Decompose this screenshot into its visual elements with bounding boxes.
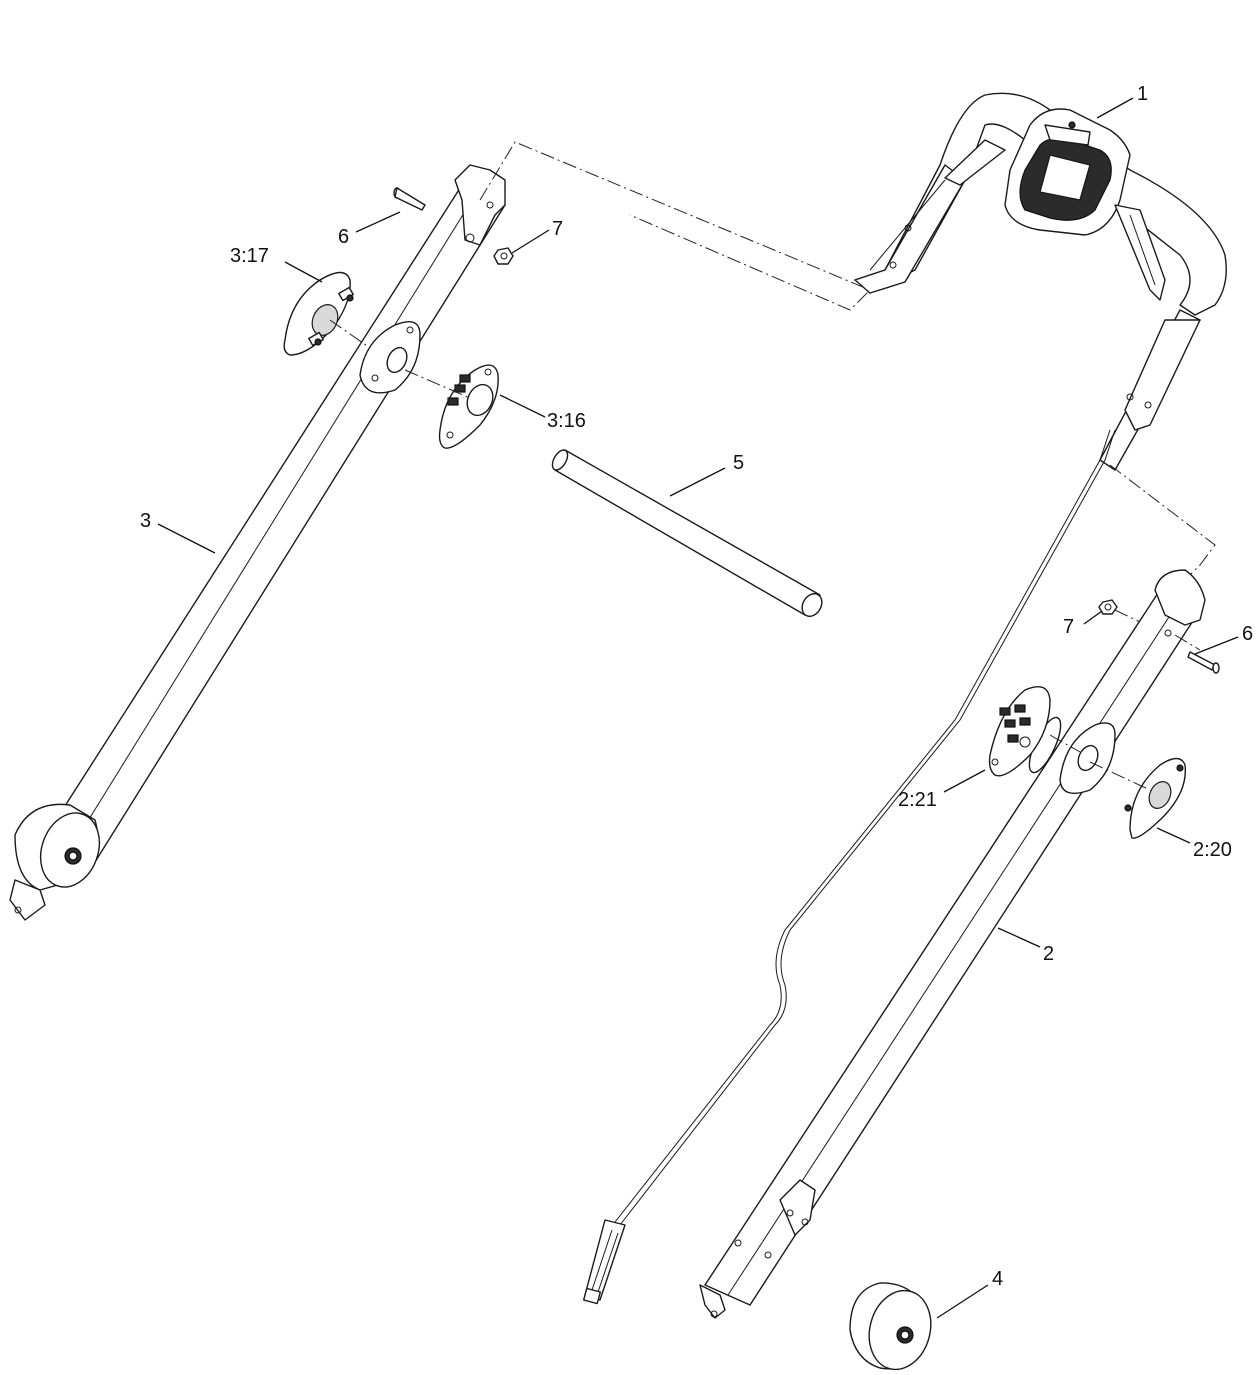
left-tube-mounting-plate	[359, 321, 421, 394]
callout-2-20: 2:20	[1193, 839, 1232, 861]
left-inner-handle-clamp	[283, 271, 354, 356]
callout-4: 4	[992, 1268, 1003, 1290]
right-lower-handle-tube	[699, 569, 1206, 1319]
leader-7-left	[511, 229, 550, 254]
leader-2-21	[943, 769, 986, 793]
leader-3-17	[284, 261, 323, 283]
leader-2-20	[1156, 827, 1191, 844]
left-outer-handle-clamp	[438, 364, 499, 449]
callout-6-right: 6	[1242, 623, 1253, 645]
callout-3: 3	[140, 510, 151, 532]
cross-tube	[551, 449, 823, 618]
right-outer-handle-clamp	[1124, 757, 1187, 839]
leader-3	[157, 523, 216, 554]
leader-6-left	[355, 211, 401, 233]
left-bolt	[393, 187, 426, 211]
leader-5	[669, 467, 726, 497]
callout-3-17: 3:17	[230, 245, 269, 267]
left-lower-handle-tube	[9, 164, 506, 921]
leader-3-16	[499, 394, 546, 418]
right-tube-mounting-plate	[1028, 716, 1116, 794]
callout-2-21: 2:21	[898, 789, 937, 811]
callout-6-left: 6	[338, 226, 349, 248]
callout-3-16: 3:16	[547, 410, 586, 432]
handle-end-cap	[849, 1282, 932, 1371]
callout-5: 5	[733, 452, 744, 474]
callout-7-left: 7	[552, 218, 563, 240]
right-nut	[1098, 599, 1118, 615]
right-inner-handle-clamp	[988, 686, 1051, 777]
left-nut	[493, 247, 514, 265]
leader-4	[936, 1284, 989, 1319]
leader-2	[997, 927, 1041, 948]
right-bolt	[1187, 651, 1220, 674]
callout-2: 2	[1043, 943, 1054, 965]
leader-6-right	[1194, 636, 1239, 655]
upper-handle-with-control-bail	[582, 92, 1227, 1305]
callout-7-right: 7	[1063, 616, 1074, 638]
callout-1: 1	[1137, 83, 1148, 105]
leader-7-right	[1083, 610, 1103, 625]
leader-1	[1096, 97, 1134, 119]
